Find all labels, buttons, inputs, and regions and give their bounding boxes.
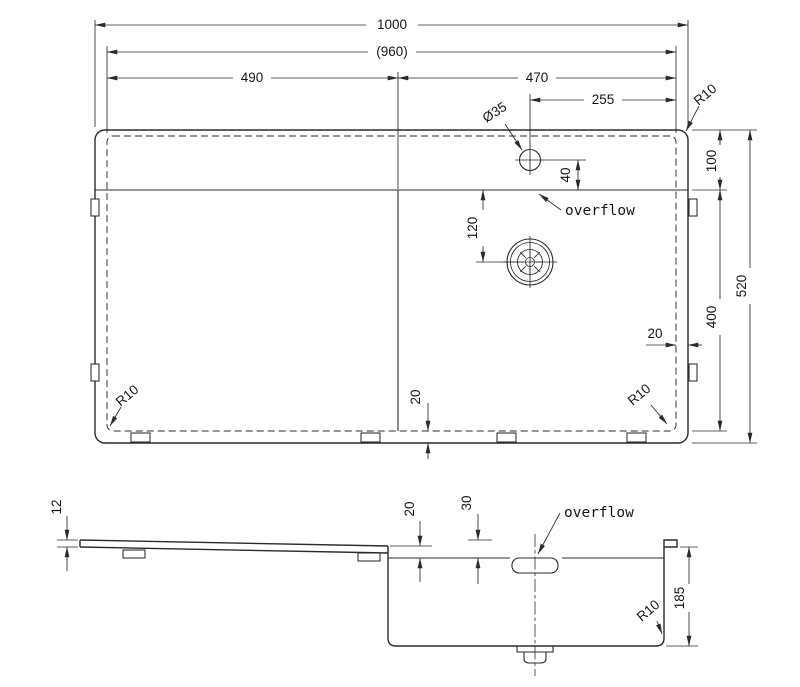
mounting-clip bbox=[357, 552, 381, 562]
profile-outline bbox=[79, 534, 678, 676]
tap-hole bbox=[515, 145, 545, 175]
leader-lines-side bbox=[537, 512, 663, 635]
mounting-clip bbox=[360, 432, 381, 443]
mounting-clip bbox=[496, 432, 517, 443]
dim-ledge-depth-label: 100 bbox=[704, 150, 719, 173]
dim-overall-width-label: 1000 bbox=[377, 17, 407, 32]
overflow-label-top: overflow bbox=[565, 203, 635, 219]
mounting-clips bbox=[90, 198, 698, 443]
sink-outline bbox=[94, 129, 689, 444]
radius-label-side: R10 bbox=[634, 597, 663, 624]
dim-left-width-label: 490 bbox=[241, 70, 264, 85]
dim-board-thickness-label: 12 bbox=[49, 499, 64, 514]
radius-label-bottom-left: R10 bbox=[113, 382, 142, 409]
tap-diameter-label: Ø35 bbox=[480, 99, 510, 125]
mounting-clip bbox=[688, 363, 698, 382]
dim-tap-offset-label: 255 bbox=[592, 92, 615, 107]
mounting-clip bbox=[90, 363, 100, 382]
dim-overflow-depth-label: 30 bbox=[459, 495, 474, 510]
overflow-label-side: overflow bbox=[564, 505, 634, 521]
dim-edge-gap-right-label: 20 bbox=[647, 326, 662, 341]
dim-bowl-depth-side-label: 185 bbox=[672, 587, 687, 610]
mounting-clip bbox=[90, 198, 100, 217]
extension-lines-top bbox=[94, 20, 757, 444]
dim-tap-depth-label: 40 bbox=[558, 167, 573, 182]
dim-edge-gap-bottom-label: 20 bbox=[408, 389, 423, 404]
dim-right-width-label: 470 bbox=[526, 70, 549, 85]
side-view: 12 20 30 185 R10 overflow bbox=[49, 495, 698, 676]
underside-dashed-edge bbox=[106, 135, 677, 432]
dim-drain-offset-label: 120 bbox=[465, 217, 480, 240]
dim-overall-depth-label: 520 bbox=[734, 275, 749, 298]
mounting-clip bbox=[626, 432, 647, 443]
dim-bowl-depth-label: 400 bbox=[704, 306, 719, 329]
dim-rim-step-label: 20 bbox=[402, 501, 417, 516]
dimension-lines-side bbox=[64, 514, 692, 647]
radius-label-top-right: R10 bbox=[691, 81, 720, 108]
mounting-clip bbox=[688, 198, 698, 217]
mounting-clip bbox=[130, 432, 151, 443]
radius-label-bottom-right: R10 bbox=[625, 381, 654, 408]
dimension-lines-top bbox=[94, 22, 753, 459]
mounting-clip bbox=[122, 549, 146, 559]
top-view: 1000 (960) 490 470 255 100 400 520 120 4… bbox=[90, 17, 757, 459]
leader-lines-top bbox=[109, 105, 700, 427]
dim-inner-width-label: (960) bbox=[376, 44, 408, 59]
